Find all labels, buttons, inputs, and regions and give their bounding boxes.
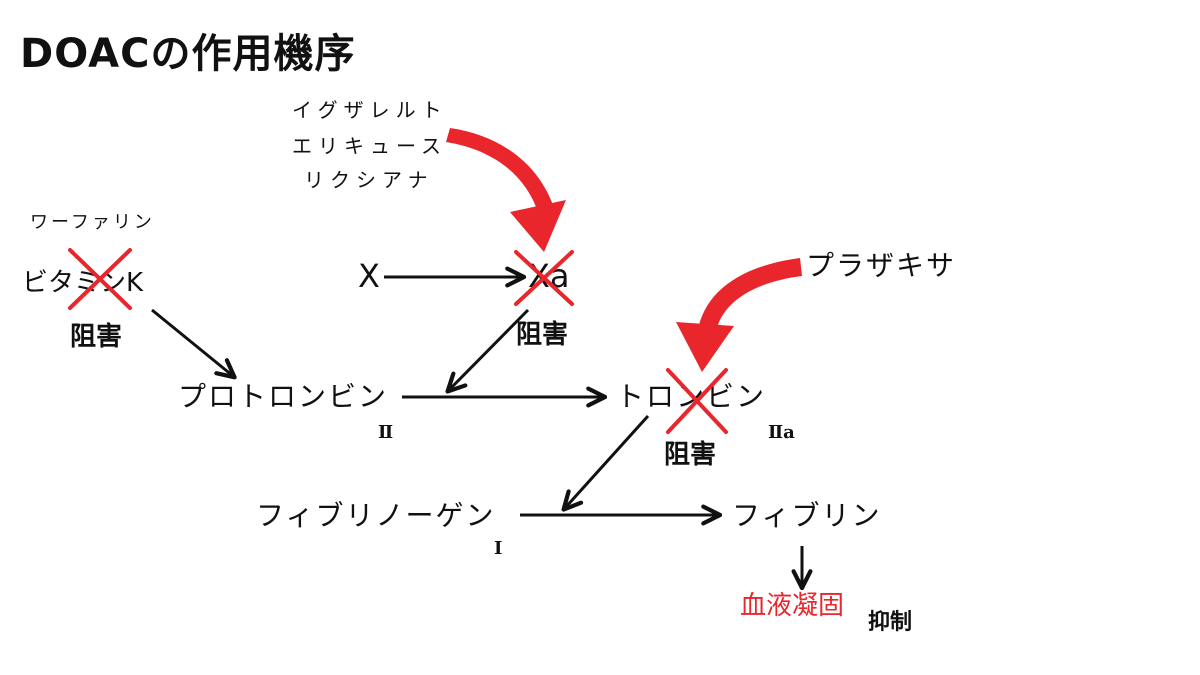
arrow-vitamin-k-to-prothrombin (151, 308, 237, 380)
inhibition-label-vitamin-k: 阻害 (70, 322, 123, 352)
arrow-thrombin-to-fibrinogen (561, 414, 650, 512)
node-thrombin-numeral: Ⅱa (768, 422, 795, 443)
outcome-blood-clotting: 血液凝固 (740, 591, 845, 621)
cross-thrombin (666, 368, 728, 434)
cross-vitamin-k (68, 248, 132, 310)
arrow-xa-to-prothrombin (445, 308, 530, 394)
drug-lixiana: リクシアナ (304, 168, 434, 192)
node-vitamin-k: ビタミンK (22, 268, 144, 298)
node-factor-x: X (358, 257, 380, 295)
cross-xa (514, 250, 574, 306)
drug-warfarin: ワーファリン (30, 212, 155, 233)
outcome-suppression: 抑制 (868, 610, 913, 635)
drug-pradaxa: プラザキサ (806, 249, 957, 282)
node-prothrombin-numeral: Ⅱ (378, 422, 394, 443)
node-fibrinogen-numeral: Ⅰ (494, 538, 503, 559)
node-fibrin: フィブリン (732, 499, 882, 532)
page-title: DOACの作用機序 (20, 31, 356, 77)
node-prothrombin: プロトロンビン (178, 380, 389, 413)
red-arrow-to-thrombin (676, 258, 802, 372)
red-arrow-to-xa (446, 128, 566, 252)
node-fibrinogen: フィブリノーゲン (256, 499, 496, 532)
inhibition-label-thrombin: 阻害 (664, 440, 717, 470)
drug-ixarelto: イグザレルト (292, 98, 448, 122)
drug-eliquis: エリキュース (292, 134, 447, 158)
inhibition-label-xa: 阻害 (516, 320, 569, 350)
